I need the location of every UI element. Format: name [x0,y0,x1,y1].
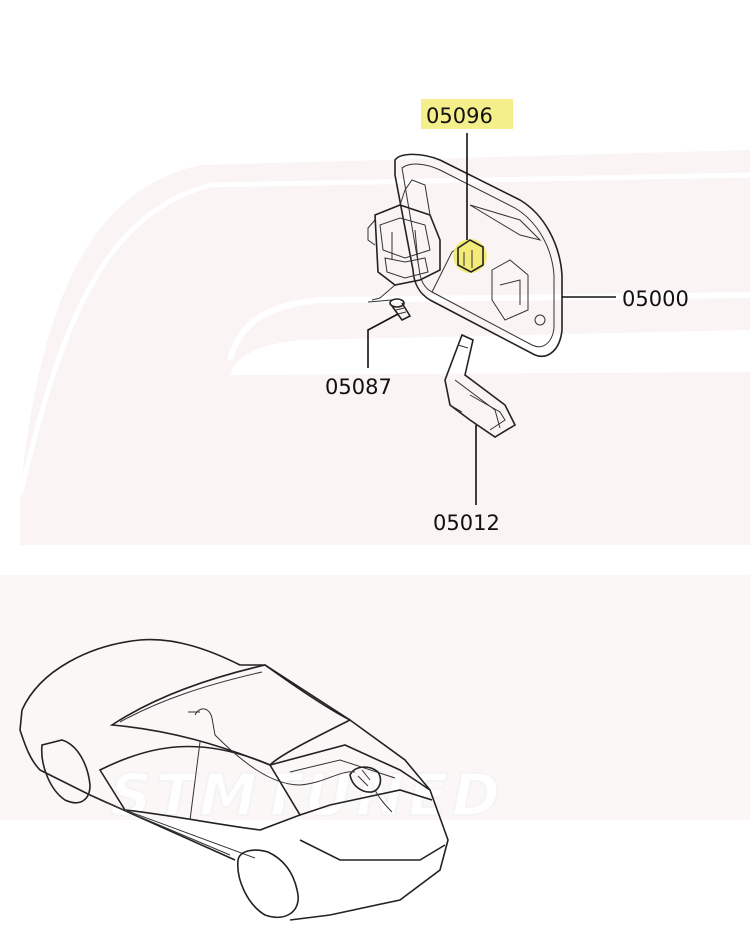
highlight-box-05096 [421,99,513,129]
callout-labels: 05096 05000 05087 05012 [325,99,689,535]
callout-label-05087: 05087 [325,375,392,399]
screw-part [367,298,412,322]
hinge-assembly [367,179,441,301]
watermark-logo: STMTUNED [0,150,750,830]
highlighted-clip-part [453,239,487,273]
leader-05087 [367,313,399,368]
watermark-text: STMTUNED [110,761,504,829]
callout-label-05096: 05096 [426,104,493,128]
vehicle-location-sketch [19,638,449,921]
callout-label-05012: 05012 [433,511,500,535]
callout-label-05000: 05000 [622,287,689,311]
leader-lines [367,133,616,505]
housing-bracket-part [444,333,517,438]
fuel-lid-panel [394,153,563,357]
